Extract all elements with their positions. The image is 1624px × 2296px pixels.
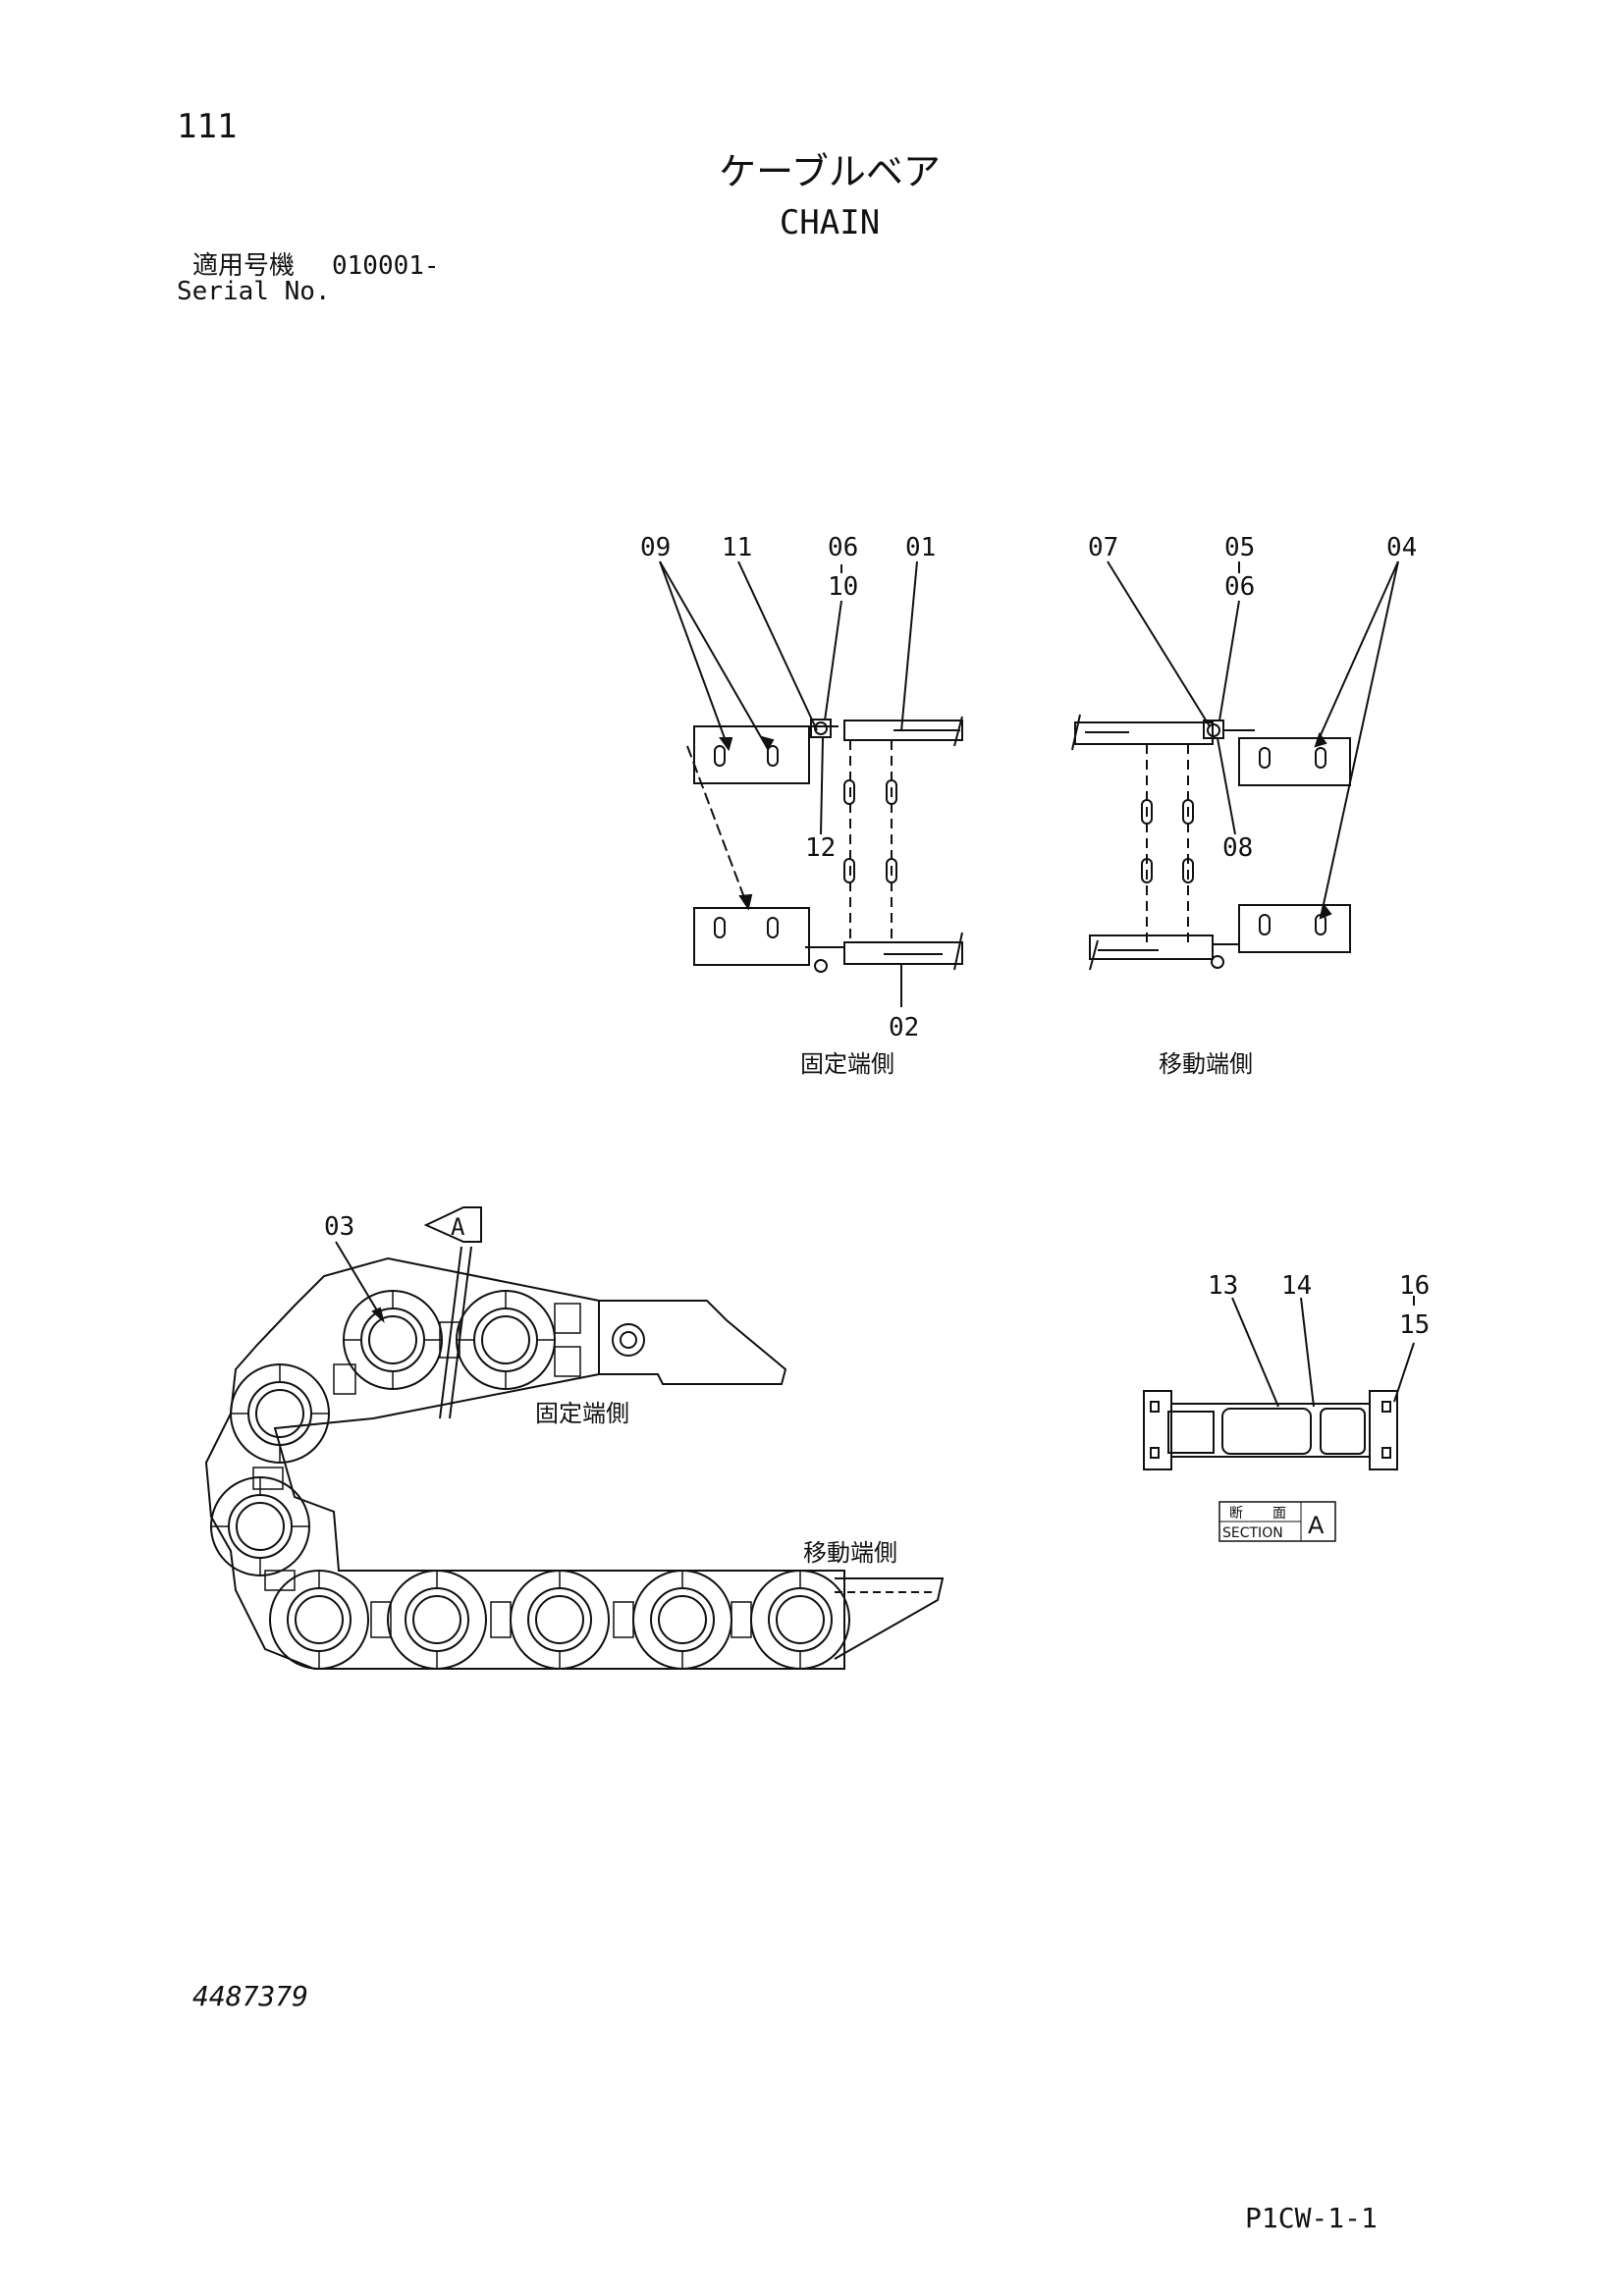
section-label-letter: A (1308, 1512, 1325, 1539)
callout-14: 14 (1281, 1271, 1312, 1301)
moving-side-label-side-view: 移動端側 (803, 1539, 897, 1567)
callout-labels: 09 11 06 10 01 12 02 07 05 06 04 08 03 1… (324, 533, 1430, 1567)
sheet-code: P1CW-1-1 (1245, 2202, 1378, 2234)
callout-06-moving: 06 (1224, 572, 1255, 602)
callout-05: 05 (1224, 533, 1255, 562)
moving-end-detail (1071, 561, 1399, 971)
page-title-en: CHAIN (779, 203, 881, 242)
callout-11: 11 (722, 533, 752, 562)
fixed-end-detail (659, 561, 963, 1007)
section-label-en: SECTION (1222, 1525, 1283, 1541)
callout-07: 07 (1088, 533, 1118, 562)
view-arrow-letter: A (451, 1213, 465, 1241)
page-number: 111 (177, 107, 238, 146)
callout-01: 01 (905, 533, 936, 562)
moving-side-label: 移動端側 (1159, 1050, 1253, 1078)
fixed-side-label-side-view: 固定端側 (535, 1400, 629, 1427)
section-a-view (1143, 1296, 1415, 1542)
callout-09: 09 (640, 533, 671, 562)
section-label-jp-2: 面 (1272, 1506, 1286, 1522)
callout-13: 13 (1208, 1271, 1238, 1301)
chain-wheels (210, 1290, 850, 1670)
callout-16: 16 (1399, 1271, 1430, 1301)
serial-label-en: Serial No. (177, 277, 331, 306)
fixed-side-label: 固定端側 (800, 1050, 894, 1078)
callout-10: 10 (828, 572, 858, 602)
callout-15: 15 (1399, 1310, 1430, 1340)
callout-03: 03 (324, 1212, 354, 1242)
callout-04: 04 (1386, 533, 1417, 562)
chain-side-view (204, 1206, 945, 1670)
section-label-jp-1: 断 (1229, 1506, 1243, 1522)
serial-label-jp: 適用号機 (192, 251, 296, 281)
callout-08: 08 (1222, 833, 1253, 863)
page-title-jp: ケーブルベア (719, 150, 941, 193)
document-number: 4487379 (192, 1980, 309, 2012)
callout-06-fixed: 06 (828, 533, 858, 562)
callout-02: 02 (889, 1013, 919, 1042)
callout-12: 12 (805, 833, 836, 863)
serial-value: 010001- (332, 251, 440, 281)
